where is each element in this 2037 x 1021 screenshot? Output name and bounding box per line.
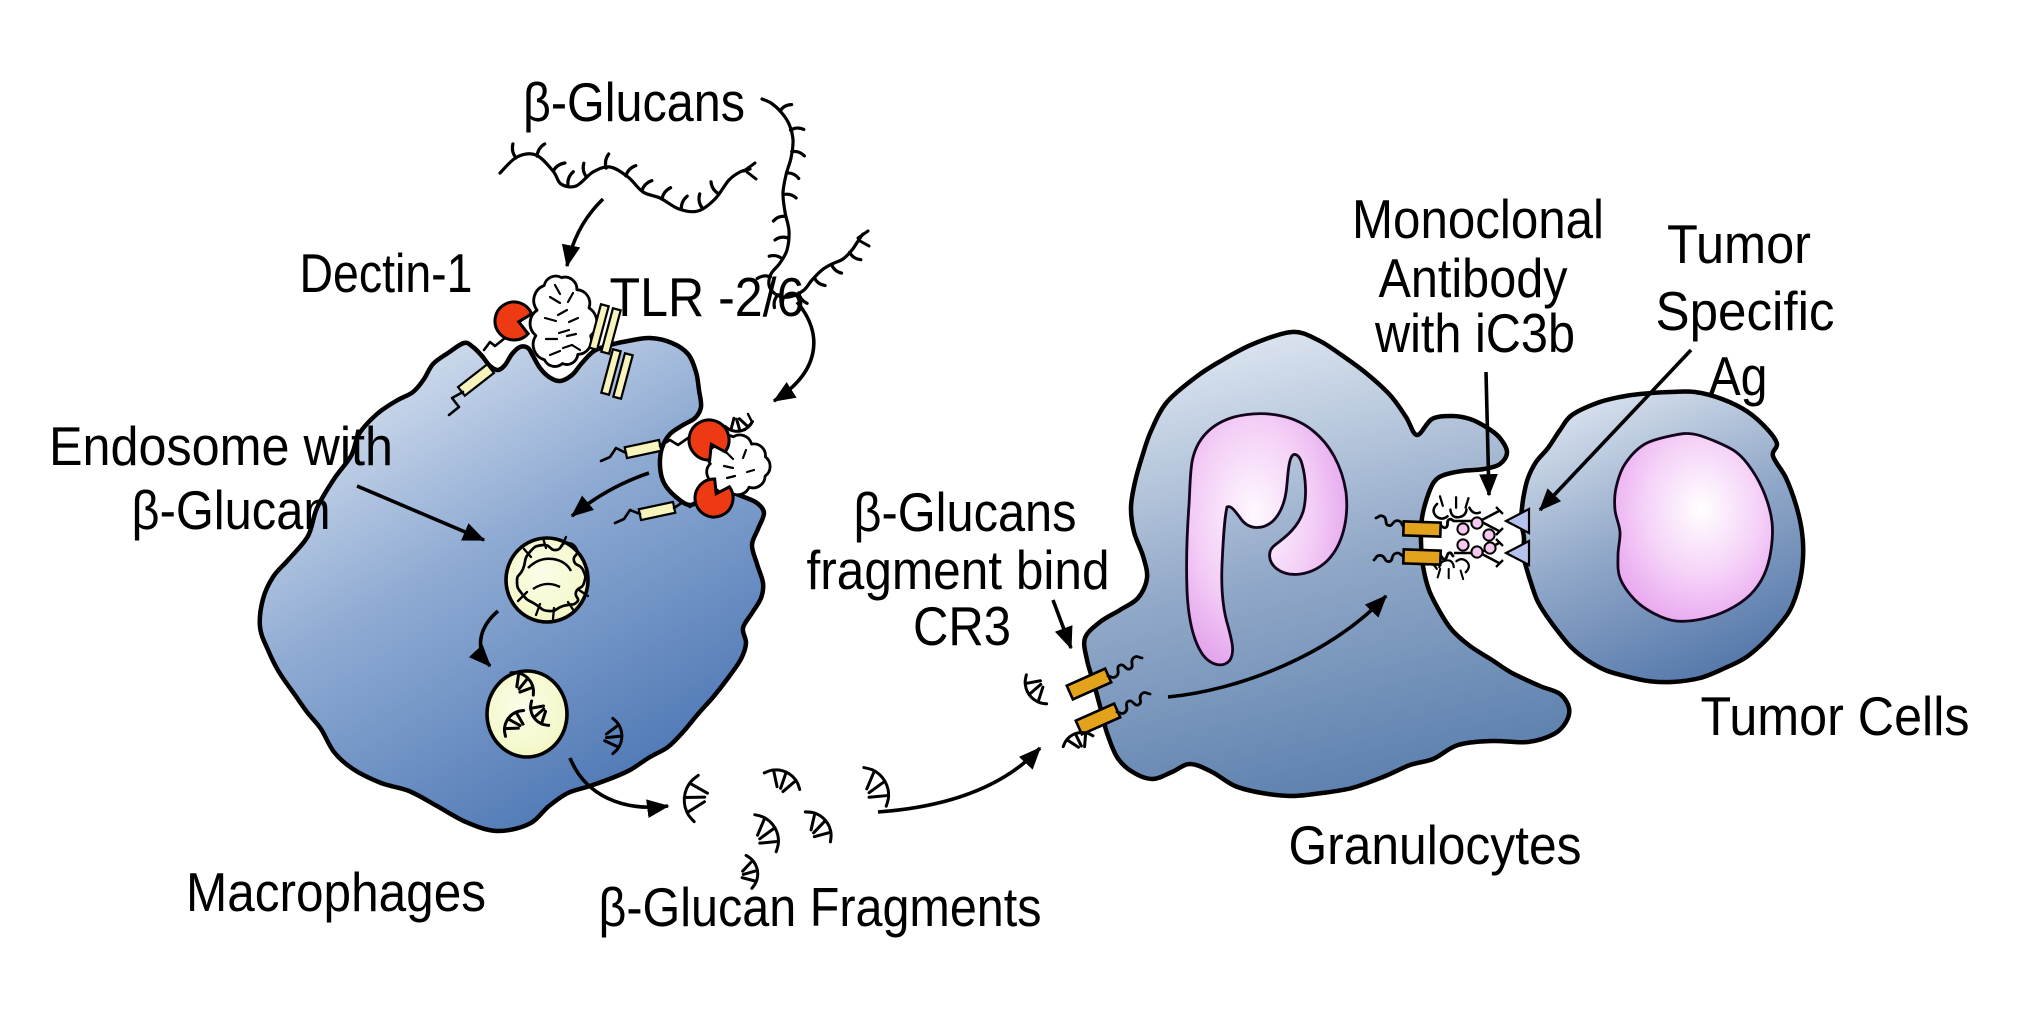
svg-text:Ag: Ag: [1709, 345, 1768, 407]
svg-text:Macrophages: Macrophages: [186, 861, 486, 923]
svg-text:Monoclonal: Monoclonal: [1352, 188, 1604, 250]
svg-text:β-Glucans: β-Glucans: [854, 481, 1077, 543]
svg-text:CR3: CR3: [913, 595, 1011, 657]
svg-text:Tumor Cells: Tumor Cells: [1701, 685, 1970, 747]
svg-text:Endosome with: Endosome with: [49, 415, 393, 477]
svg-text:β-Glucans: β-Glucans: [523, 71, 745, 133]
svg-text:β-Glucan: β-Glucan: [132, 479, 331, 541]
svg-text:Antibody: Antibody: [1379, 247, 1568, 309]
svg-text:TLR -2/6: TLR -2/6: [610, 266, 805, 328]
svg-text:Granulocytes: Granulocytes: [1289, 814, 1582, 876]
svg-text:with iC3b: with iC3b: [1374, 302, 1575, 364]
svg-text:Dectin-1: Dectin-1: [300, 242, 473, 304]
svg-text:Tumor: Tumor: [1667, 213, 1811, 275]
svg-text:fragment bind: fragment bind: [807, 539, 1110, 601]
svg-text:Specific: Specific: [1656, 280, 1835, 342]
svg-text:β-Glucan Fragments: β-Glucan Fragments: [599, 876, 1042, 938]
